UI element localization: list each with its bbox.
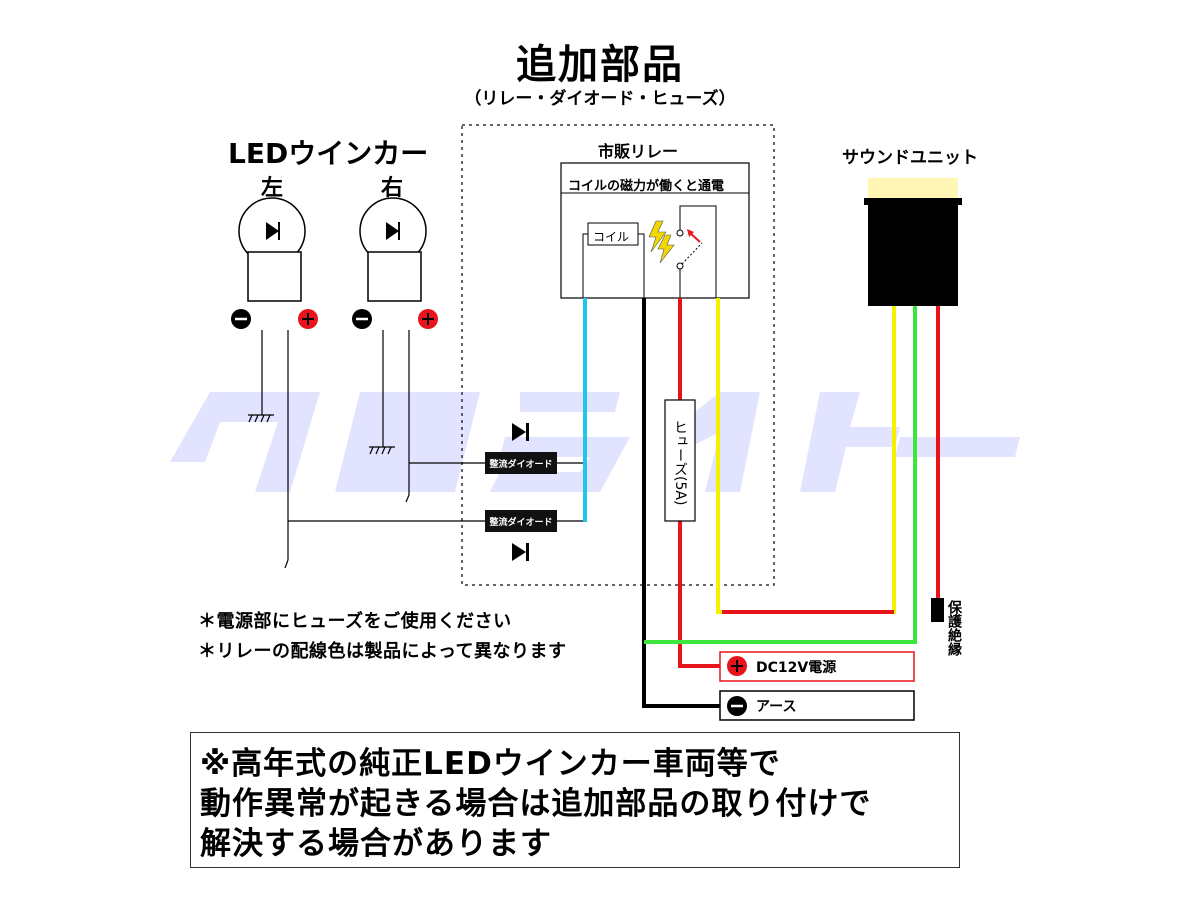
power-box [719,651,915,682]
led-bulb-left-icon [238,197,306,302]
left-label: 左 [261,176,284,201]
relay-description: コイルの磁力が働くと通電 [568,179,725,194]
page-title: 追加部品 [516,42,684,88]
ground-label: アース [756,699,797,715]
ground-box [719,690,915,721]
relay-switch-icon [676,229,703,270]
bottom-notice-line: 解決する場合があります [200,826,552,862]
led-winker-title: LEDウインカー [228,137,429,170]
coil-label: コイル [593,230,630,244]
power-label: DC12V電源 [756,660,837,676]
insulation-cap [931,598,944,622]
sound-unit-title: サウンドユニット [842,148,978,168]
fuse-label: ヒューズ(5A) [672,420,688,506]
brand-watermark-logo [160,372,1060,548]
lightning-icon [648,220,675,264]
diode-label-lower: 整流ダイオード [489,518,553,528]
note-line: ＊電源部にヒューズをご使用ください [198,611,512,632]
right-label: 右 [381,176,404,201]
additional-parts-box [461,124,775,586]
minus-terminal-icon [231,309,372,329]
plus-terminal-icon [298,309,438,329]
bottom-notice-line: 動作異常が起きる場合は追加部品の取り付けで [200,786,872,822]
sound-unit-body [868,200,958,306]
bottom-notice-box [190,732,960,868]
led-bulb-right-icon [359,197,427,302]
yellow-wire [716,298,896,614]
diode-symbol-icon [512,423,529,561]
relay-title: 市販リレー [598,142,679,161]
rectifier-diode-upper [485,452,557,474]
ground-symbol-icon [248,414,410,569]
diode-label-upper: 整流ダイオード [489,460,553,470]
rectifier-diode-lower [485,510,557,532]
page-subtitle: （リレー・ダイオード・ヒューズ） [464,89,736,109]
fuse [664,399,696,522]
bottom-notice-line: ※高年式の純正LEDウインカー車両等で [200,746,781,782]
protect-label: 保護絶縁 [946,600,962,656]
green-wire [644,305,917,644]
black-wire [642,298,720,708]
note-line: ＊リレーの配線色は製品によって異なります [198,641,567,662]
